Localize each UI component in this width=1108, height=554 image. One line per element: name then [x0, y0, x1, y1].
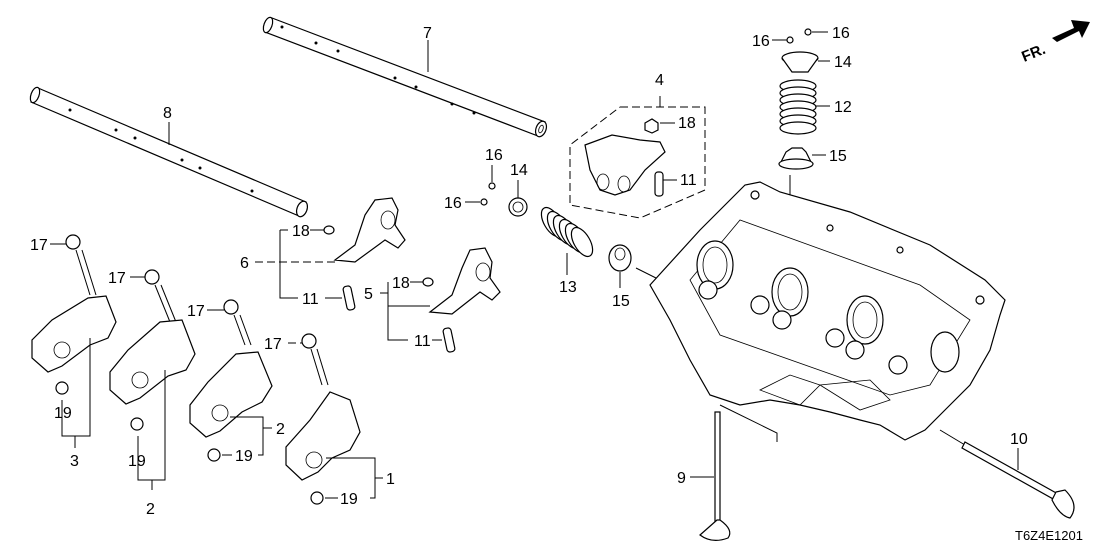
callout-5: 5 — [364, 286, 373, 303]
front-direction-arrow-icon — [1052, 20, 1090, 42]
rocker-shaft-holder-2-right: 17 19 2 — [187, 299, 285, 465]
rocker-shaft-holder-1: 17 19 1 — [264, 333, 395, 508]
callout-17-c: 17 — [187, 303, 205, 320]
rocker-shaft-8 — [29, 86, 309, 218]
rocker-arm-6: 18 6 11 — [240, 197, 406, 311]
callout-15-a: 15 — [829, 148, 847, 165]
callout-15-b: 15 — [612, 293, 630, 310]
callout-10: 10 — [1010, 431, 1028, 448]
callout-11-b: 11 — [302, 291, 319, 308]
cylinder-head — [649, 181, 1006, 441]
callout-9: 9 — [677, 470, 686, 487]
rocker-shaft-holder-2-left: 17 19 2 — [108, 269, 196, 518]
callout-12: 12 — [834, 99, 852, 116]
callout-16-c: 16 — [485, 147, 503, 164]
valve-9: 9 — [677, 404, 778, 541]
callout-2-b: 2 — [146, 501, 155, 518]
callout-11-c: 11 — [414, 333, 431, 350]
callout-18-a: 18 — [678, 115, 696, 132]
valve-spring-12 — [779, 79, 817, 135]
callout-1: 1 — [386, 471, 395, 488]
callout-13: 13 — [559, 279, 577, 296]
rocker-shaft-7 — [262, 16, 548, 138]
callout-2-a: 2 — [276, 421, 285, 438]
callout-14-a: 14 — [834, 54, 852, 71]
callout-16-d: 16 — [444, 195, 462, 212]
callout-16-a: 16 — [752, 33, 770, 50]
callout-19-a: 19 — [54, 405, 72, 422]
callout-19-b: 19 — [128, 453, 146, 470]
callout-19-c: 19 — [235, 448, 253, 465]
valve-spring-set-left: 16 16 14 13 15 — [444, 147, 661, 310]
valve-spring-set-right: 16 16 14 12 15 — [752, 25, 852, 240]
callout-6: 6 — [240, 255, 249, 272]
diagram-code: T6Z4E1201 — [1015, 528, 1083, 543]
front-label: FR. — [1019, 41, 1048, 66]
callout-7: 7 — [423, 25, 432, 42]
callout-17-a: 17 — [30, 237, 48, 254]
rocker-arm-assembly-4: 4 18 11 — [569, 72, 706, 219]
callout-18-b: 18 — [292, 223, 310, 240]
front-indicator: FR. — [1019, 20, 1090, 66]
callout-17-b: 17 — [108, 270, 126, 287]
callout-14-b: 14 — [510, 162, 528, 179]
callout-16-b: 16 — [832, 25, 850, 42]
rocker-shaft-holder-3: 17 19 3 — [30, 234, 117, 470]
callout-19-d: 19 — [340, 491, 358, 508]
callout-8: 8 — [163, 105, 172, 122]
callout-3: 3 — [70, 453, 79, 470]
rocker-arm-5: 18 5 11 — [364, 247, 501, 353]
valve-10: 10 — [939, 429, 1075, 519]
callout-18-c: 18 — [392, 275, 410, 292]
valve-spring-13 — [540, 206, 594, 258]
callout-17-d: 17 — [264, 336, 282, 353]
callout-4: 4 — [655, 72, 664, 89]
callout-11-a: 11 — [680, 172, 697, 189]
